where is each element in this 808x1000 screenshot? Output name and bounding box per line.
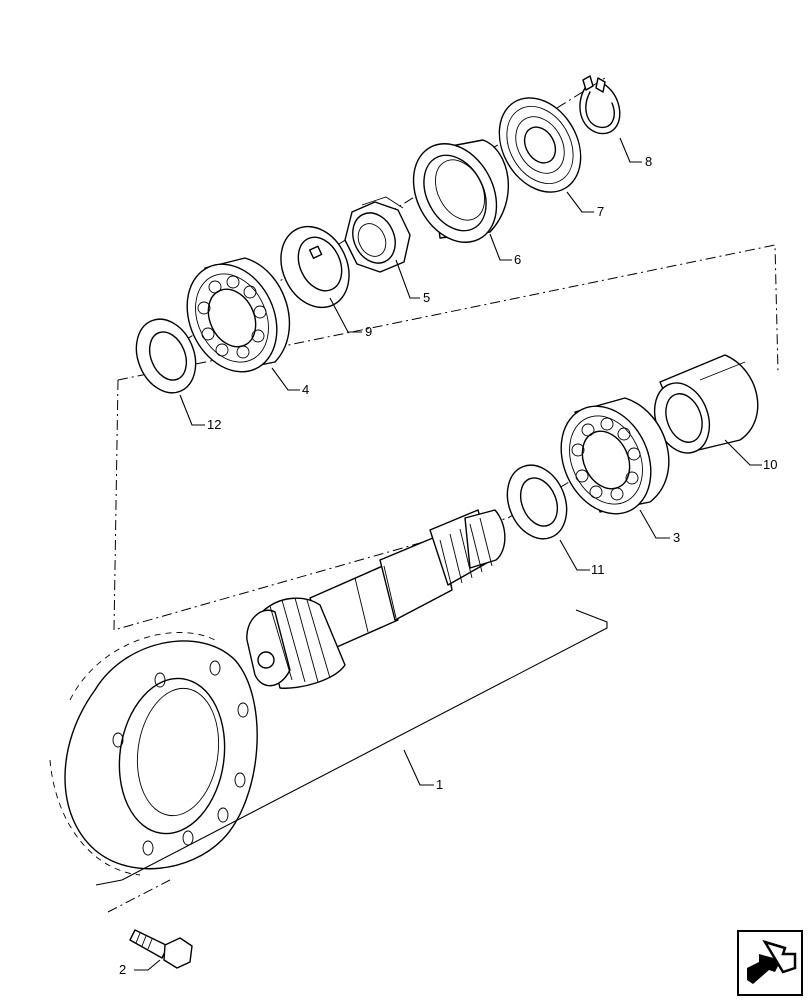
callout-12: 12 [207,417,221,432]
roller-bearing-lower[interactable] [544,391,670,528]
snap-ring[interactable] [579,75,621,135]
sleeve[interactable] [645,354,759,461]
hex-nut[interactable] [344,196,411,273]
spacer-ring-upper[interactable] [126,310,206,401]
ball-bearing[interactable] [483,83,597,207]
spacer-ring-lower[interactable] [497,456,577,547]
callout-8: 8 [645,154,652,169]
callout-10: 10 [763,457,777,472]
callout-1: 1 [436,777,443,792]
group-bracket [95,609,608,886]
tab-washer[interactable] [268,215,362,318]
callout-9: 9 [365,324,372,339]
callout-5: 5 [423,290,430,305]
callout-leaders [134,137,762,971]
arrow-icon-graphic [747,939,797,984]
pinion-shaft[interactable] [246,509,506,689]
callout-6: 6 [514,252,521,267]
crown-gear[interactable] [49,632,258,876]
callout-4: 4 [302,382,309,397]
callout-2: 2 [119,962,126,977]
callout-11: 11 [591,562,605,577]
roller-bearing-upper[interactable] [170,249,293,386]
next-page-arrow-icon[interactable] [737,930,803,996]
bolt[interactable] [129,929,193,969]
callout-7: 7 [597,204,604,219]
callout-labels: 1 2 3 4 5 6 7 8 9 10 11 12 [119,154,777,977]
bearing-cup[interactable] [397,129,513,257]
callout-3: 3 [673,530,680,545]
